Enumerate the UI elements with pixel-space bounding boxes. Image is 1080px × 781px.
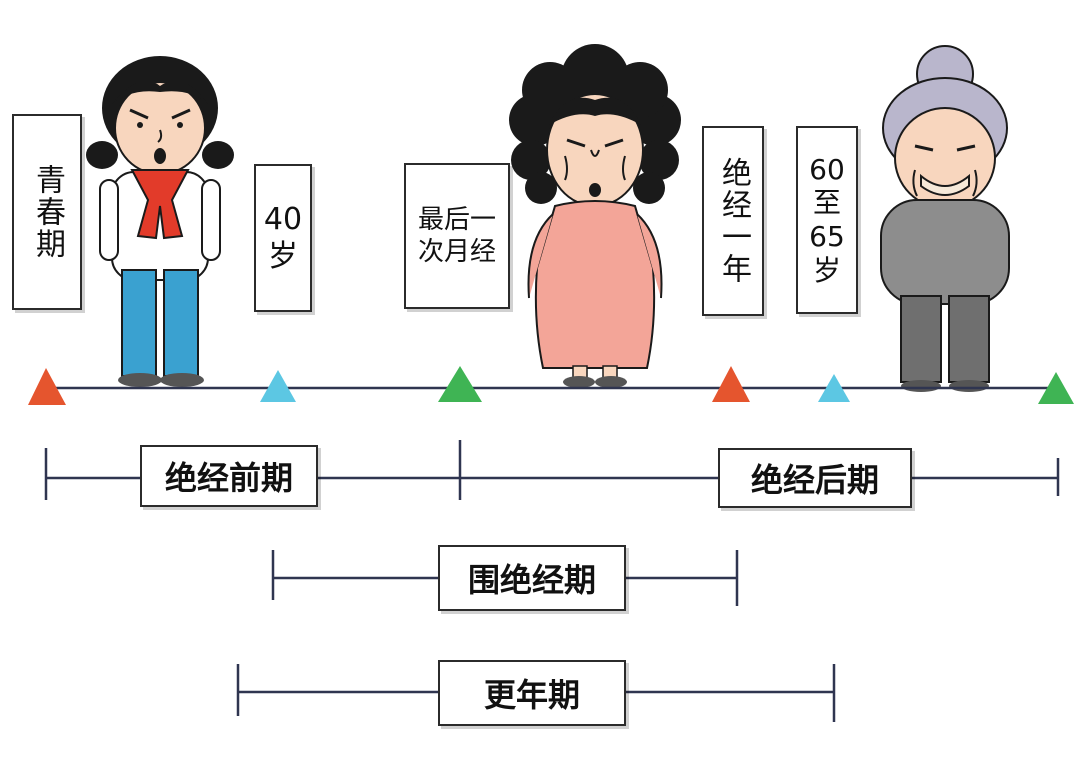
event-label-age60-65-line2: 至 — [812, 186, 841, 220]
event-label-one-year-after-text: 绝经一年 — [716, 157, 751, 285]
event-label-puberty: 青春期 — [12, 114, 82, 310]
marker-age40-blue-triangle — [260, 370, 296, 402]
period-label-climacteric-text: 更年期 — [483, 676, 580, 714]
event-label-age60-65: 60 至 65 岁 — [796, 126, 858, 314]
elderly-woman-figure-icon — [880, 45, 1010, 392]
marker-puberty-red-triangle — [28, 368, 66, 405]
event-label-age40-line1: 40 — [263, 201, 303, 237]
event-label-puberty-text: 青春期 — [30, 164, 65, 260]
period-label-premenopause-text: 绝经前期 — [164, 459, 293, 497]
marker-one-year-red-triangle — [712, 366, 750, 402]
marker-age60-blue-triangle — [818, 374, 850, 402]
event-label-last-period-line2: 次月经 — [417, 237, 496, 267]
event-label-last-period-line1: 最后一 — [417, 204, 496, 235]
period-label-perimenopause: 围绝经期 — [438, 545, 626, 611]
period-label-premenopause: 绝经前期 — [140, 445, 318, 507]
period-label-climacteric: 更年期 — [438, 660, 626, 726]
middle-aged-woman-figure-icon — [509, 44, 681, 388]
event-label-last-period: 最后一 次月经 — [404, 163, 510, 309]
period-label-postmenopause-text: 绝经后期 — [750, 461, 879, 499]
event-label-age40-line2: 岁 — [268, 239, 298, 274]
period-label-perimenopause-text: 围绝经期 — [467, 561, 596, 599]
event-label-age40: 40 岁 — [254, 164, 312, 312]
event-label-age60-65-line4: 岁 — [812, 253, 841, 287]
marker-last-period-green-triangle — [438, 366, 482, 402]
event-label-one-year-after: 绝经一年 — [702, 126, 764, 316]
event-label-age60-65-line3: 65 — [809, 220, 845, 253]
event-label-age60-65-line1: 60 — [809, 152, 845, 186]
period-label-postmenopause: 绝经后期 — [718, 448, 912, 508]
teen-girl-figure-icon — [86, 56, 234, 387]
marker-end-green-triangle — [1038, 372, 1074, 404]
